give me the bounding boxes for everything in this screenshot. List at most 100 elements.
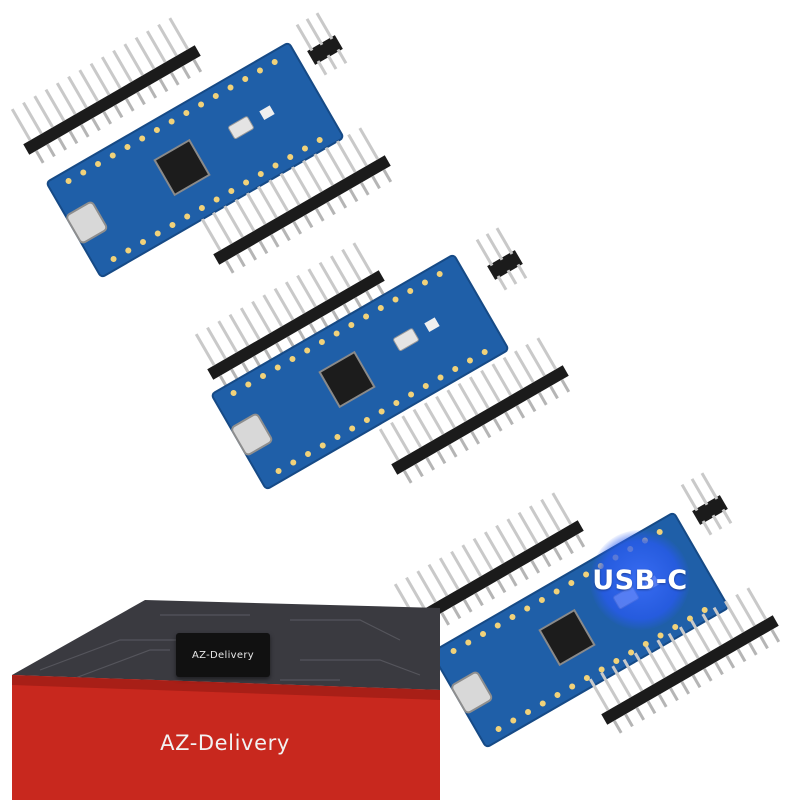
header-pin: [239, 307, 261, 341]
box-front-face: [12, 675, 440, 800]
header-pin: [622, 658, 644, 692]
header-pin: [302, 159, 323, 193]
pin-header-left-1: [10, 17, 203, 164]
box-front-brand-text: AZ-Delivery: [160, 731, 290, 755]
header-pin-short: [736, 648, 747, 663]
header-pin-short: [402, 469, 413, 484]
header-pin: [279, 172, 301, 206]
icsp-header-1: [295, 12, 348, 76]
header-pin-short: [382, 168, 393, 183]
header-pin: [690, 619, 711, 653]
header-pin: [645, 645, 666, 679]
header-pin: [194, 333, 216, 367]
header-pin-short: [236, 253, 246, 268]
header-pin: [206, 326, 227, 360]
header-pin-short: [46, 143, 56, 158]
header-pin: [457, 382, 479, 416]
solder-pads-top-1: [65, 59, 278, 185]
header-pin: [217, 320, 239, 354]
header-pin: [273, 287, 295, 321]
header-pin: [324, 146, 346, 180]
header-pin: [78, 69, 100, 103]
header-pin: [483, 531, 505, 565]
header-pin-short: [326, 201, 336, 216]
header-pin: [667, 632, 689, 666]
header-pin: [513, 350, 535, 384]
header-pin: [223, 205, 245, 239]
header-pin: [378, 428, 400, 462]
header-pin: [335, 140, 357, 174]
header-plastic: [391, 365, 569, 475]
pin-header-right-3: [588, 587, 781, 734]
header-pin: [318, 261, 340, 295]
header-pin-short: [359, 181, 370, 196]
header-pin: [200, 218, 222, 252]
header-pin: [262, 294, 284, 328]
nano-board-2: [194, 227, 571, 490]
box-top-brand-text: AZ-Delivery: [192, 649, 254, 661]
header-pin-short: [440, 611, 451, 626]
header-pin-short: [303, 214, 314, 229]
header-pin-short: [425, 456, 436, 471]
header-pin: [656, 639, 678, 673]
box-front-shade: [12, 675, 440, 700]
header-pin: [401, 415, 423, 449]
pin-header-right-1: [200, 127, 393, 274]
header-pin-short: [113, 104, 124, 119]
header-pin-short: [530, 559, 541, 574]
header-pin: [123, 43, 145, 77]
mcu-chip-1: [153, 138, 211, 197]
header-pin: [157, 23, 178, 57]
header-pin-short: [612, 719, 623, 734]
header-pin: [228, 313, 250, 347]
header-pin: [212, 211, 233, 245]
header-pin: [723, 600, 745, 634]
header-pin-short: [549, 385, 559, 400]
header-plastic: [23, 45, 201, 155]
header-pin: [290, 166, 312, 200]
solder-pads-bottom-2: [275, 348, 488, 474]
header-pin-short: [560, 378, 571, 393]
header-pin: [55, 82, 77, 116]
header-pin-short: [459, 437, 469, 452]
header-pin-short: [504, 411, 514, 426]
header-pin-short: [192, 58, 203, 73]
header-pin: [746, 587, 768, 621]
header-pin: [405, 576, 426, 610]
header-pin-short: [669, 687, 679, 702]
crystal-2: [393, 328, 419, 351]
mcu-chip-2: [318, 350, 376, 409]
header-pin: [468, 376, 490, 410]
header-pin-short: [436, 450, 447, 465]
header-pin-short: [747, 641, 758, 656]
header-pin: [347, 133, 368, 167]
nano-board-1: [10, 12, 393, 278]
header-pin-short: [57, 136, 68, 151]
header-pin: [611, 665, 633, 699]
header-pin: [100, 56, 122, 90]
header-pin: [536, 337, 558, 371]
header-pin: [502, 356, 524, 390]
header-pin-short: [91, 117, 101, 132]
header-pin-short: [181, 65, 191, 80]
header-pin: [435, 395, 456, 429]
header-pin-short: [725, 654, 736, 669]
solder-pads-top-2: [230, 271, 443, 397]
header-pin-short: [474, 592, 484, 607]
header-pin: [257, 185, 278, 219]
header-pin-short: [258, 240, 269, 255]
header-pin-short: [481, 424, 492, 439]
usb-c-badge-label: USB-C: [592, 564, 688, 596]
header-pin-short: [714, 661, 724, 676]
header-pin-short: [169, 71, 180, 86]
header-pin-short: [680, 680, 691, 695]
header-pin: [134, 36, 156, 70]
header-pin: [352, 242, 374, 276]
header-pin: [491, 363, 513, 397]
header-pin: [678, 626, 700, 660]
header-pin: [168, 17, 190, 51]
header-pin-short: [646, 700, 657, 715]
header-pin-short: [136, 91, 146, 106]
header-pin: [329, 255, 351, 289]
header-pin: [712, 606, 734, 640]
